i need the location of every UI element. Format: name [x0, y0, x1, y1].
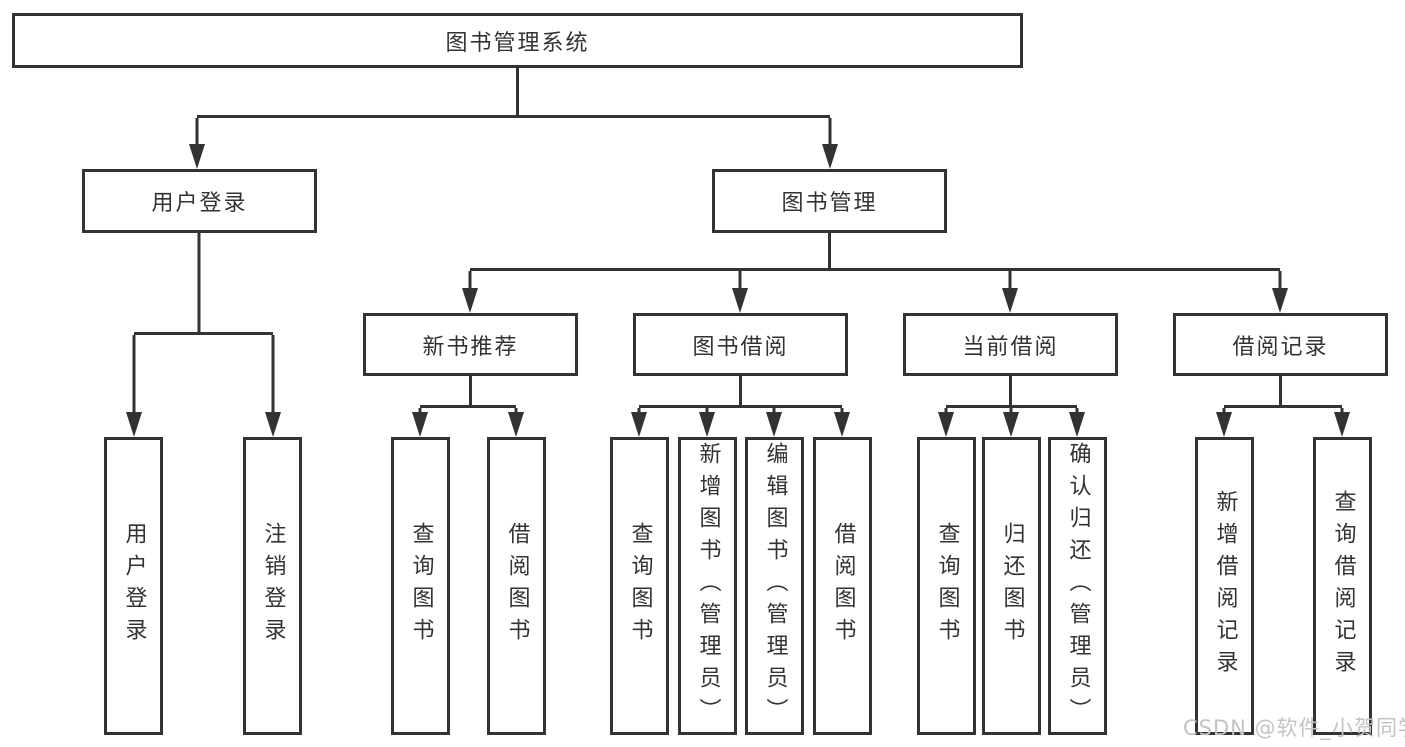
leaf-logout: 注销登录: [243, 437, 302, 735]
leaf-query-books-recommend: 查询图书: [391, 437, 450, 735]
node-root-library-system: 图书管理系统: [12, 13, 1023, 68]
leaf-borrow-books-borrowing: 借阅图书: [813, 437, 872, 735]
csdn-watermark: CSDN @软件_小贺同学: [1183, 716, 1405, 740]
leaf-query-books-current: 查询图书: [917, 437, 976, 735]
leaf-user-login: 用户登录: [104, 437, 163, 735]
node-borrowing-records: 借阅记录: [1173, 313, 1388, 376]
node-book-management: 图书管理: [712, 169, 947, 233]
leaf-edit-book-admin: 编辑图书（管理员）: [745, 437, 804, 735]
node-book-borrowing: 图书借阅: [633, 313, 848, 376]
leaf-query-books-borrowing: 查询图书: [610, 437, 669, 735]
leaf-borrow-books-recommend: 借阅图书: [487, 437, 546, 735]
leaf-return-book: 归还图书: [982, 437, 1041, 735]
leaf-confirm-return-admin: 确认归还（管理员）: [1048, 437, 1107, 735]
leaf-add-borrow-record: 新增借阅记录: [1195, 437, 1254, 735]
leaf-add-book-admin: 新增图书（管理员）: [678, 437, 737, 735]
node-user-login: 用户登录: [82, 169, 317, 233]
node-new-book-recommend: 新书推荐: [363, 313, 578, 376]
node-current-borrowing: 当前借阅: [903, 313, 1118, 376]
leaf-query-borrow-record: 查询借阅记录: [1313, 437, 1372, 735]
arrowhead-icons: [126, 144, 1350, 437]
